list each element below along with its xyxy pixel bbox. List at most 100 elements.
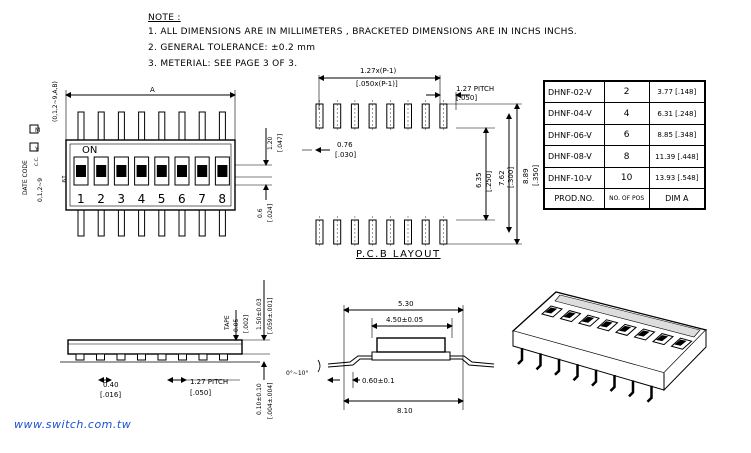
date-code-label: DATE CODE bbox=[22, 160, 29, 195]
pcb-d635: 6.35 bbox=[475, 172, 483, 188]
position-number: 1 bbox=[77, 192, 85, 206]
bottom-pin bbox=[77, 209, 85, 237]
top-pin bbox=[178, 111, 186, 141]
cell-dim: 3.77 [.148] bbox=[648, 80, 706, 104]
switch-knob bbox=[96, 165, 107, 177]
iso-knob bbox=[563, 312, 576, 319]
cell-pos: 8 bbox=[603, 145, 650, 168]
position-number: 6 bbox=[178, 192, 186, 206]
iso-pin bbox=[591, 369, 598, 387]
side-pin bbox=[157, 353, 167, 361]
side-pitch: 1.27 PITCH bbox=[190, 378, 228, 386]
pcb-pad-w-in: [.030] bbox=[335, 151, 356, 159]
bottom-pin bbox=[97, 209, 105, 237]
dim-120: 1.20 bbox=[267, 136, 274, 150]
pcb-pitch: 1.27 PITCH bbox=[456, 85, 494, 93]
bottom-pin bbox=[178, 209, 186, 237]
header-dim: DIM A bbox=[648, 188, 706, 209]
pcb-d889: 8.89 bbox=[522, 168, 530, 184]
iso-knob bbox=[637, 330, 650, 337]
pcb-pitch-formula-in: [.050x(P-1)] bbox=[356, 80, 398, 88]
iso-pin bbox=[572, 364, 579, 382]
top-pin bbox=[117, 111, 125, 141]
iso-knob bbox=[655, 335, 669, 342]
switch-actuators bbox=[73, 156, 230, 186]
date-code-sub: C.C. bbox=[34, 157, 40, 166]
position-number: 5 bbox=[158, 192, 166, 206]
d040-in: [.016] bbox=[100, 391, 121, 399]
iso-knob bbox=[581, 316, 595, 323]
d060: 0.60±0.1 bbox=[362, 377, 395, 385]
pcb-d635-in: [.250] bbox=[485, 171, 493, 192]
top-pin bbox=[77, 111, 85, 141]
top-view bbox=[29, 90, 272, 237]
d040: 0.40 bbox=[103, 381, 119, 389]
h150: 1.50±0.03 bbox=[256, 298, 263, 330]
cell-dim: 8.85 [.348] bbox=[648, 123, 706, 147]
side-pitch-in: [.050] bbox=[190, 389, 211, 397]
position-number: 8 bbox=[218, 192, 226, 206]
cell-dim: 11.39 [.448] bbox=[648, 145, 706, 168]
pcb-d762-in: [.300] bbox=[507, 167, 515, 188]
top-pin bbox=[158, 111, 166, 141]
h010-in: [.004±.004] bbox=[267, 383, 274, 419]
cell-model: DHNF-10-V bbox=[544, 166, 605, 190]
dim-120-in: [.047] bbox=[277, 134, 284, 152]
side-pin bbox=[137, 353, 146, 361]
iso-knob bbox=[544, 307, 558, 314]
pcb-d762: 7.62 bbox=[498, 170, 506, 186]
cell-pos: 2 bbox=[603, 80, 650, 104]
side-code: 19 bbox=[60, 175, 67, 183]
cell-pos: 6 bbox=[603, 123, 650, 147]
position-number: 4 bbox=[138, 192, 146, 206]
pcb-pad-w: 0.76 bbox=[337, 141, 353, 149]
dim-a-label: A bbox=[150, 86, 155, 94]
tape-value: 0.05 bbox=[233, 318, 240, 332]
iso-knob bbox=[618, 325, 632, 332]
bottom-pin bbox=[218, 209, 226, 237]
side-pin bbox=[219, 353, 228, 361]
dim-06-in: [.024] bbox=[267, 204, 274, 222]
note-item-1: 1. ALL DIMENSIONS ARE IN MILLIMETERS , B… bbox=[148, 27, 577, 37]
side-pin bbox=[198, 353, 208, 361]
iso-knob bbox=[600, 321, 613, 328]
switch-knob bbox=[136, 165, 147, 177]
iso-pin bbox=[646, 385, 653, 403]
website-link[interactable]: www.switch.com.tw bbox=[14, 418, 132, 431]
iso-pin bbox=[554, 358, 561, 376]
w810: 8.10 bbox=[397, 407, 413, 415]
header-nopos: NO. OF POS bbox=[603, 188, 650, 209]
side-pin bbox=[75, 353, 85, 361]
cell-model: DHNF-06-V bbox=[544, 123, 605, 147]
on-label: ON bbox=[82, 145, 97, 156]
cell-dim: 6.31 [.248] bbox=[648, 102, 706, 125]
top-pin bbox=[218, 111, 226, 141]
position-number: 3 bbox=[117, 192, 125, 206]
iso-knob bbox=[674, 339, 687, 346]
h150-in: [.059±.001] bbox=[267, 298, 274, 334]
isometric-view bbox=[511, 291, 708, 403]
side-pin bbox=[96, 353, 105, 361]
switch-knob bbox=[177, 165, 187, 177]
iso-pin bbox=[628, 380, 635, 398]
switch-knob bbox=[116, 165, 127, 177]
side-pin bbox=[116, 353, 126, 361]
cell-model: DHNF-02-V bbox=[544, 80, 605, 104]
switch-knob bbox=[76, 165, 86, 177]
bottom-pin bbox=[158, 209, 166, 237]
pcb-pitch-in: [.050] bbox=[456, 94, 477, 102]
side-pin bbox=[178, 353, 187, 361]
cell-pos: 10 bbox=[603, 166, 650, 190]
iso-pin bbox=[517, 348, 524, 365]
top-pin bbox=[198, 111, 206, 141]
h010: 0.10±0.10 bbox=[256, 383, 263, 415]
w530: 5.30 bbox=[398, 300, 414, 308]
cell-model: DHNF-08-V bbox=[544, 145, 605, 168]
m-box: M bbox=[35, 127, 40, 134]
